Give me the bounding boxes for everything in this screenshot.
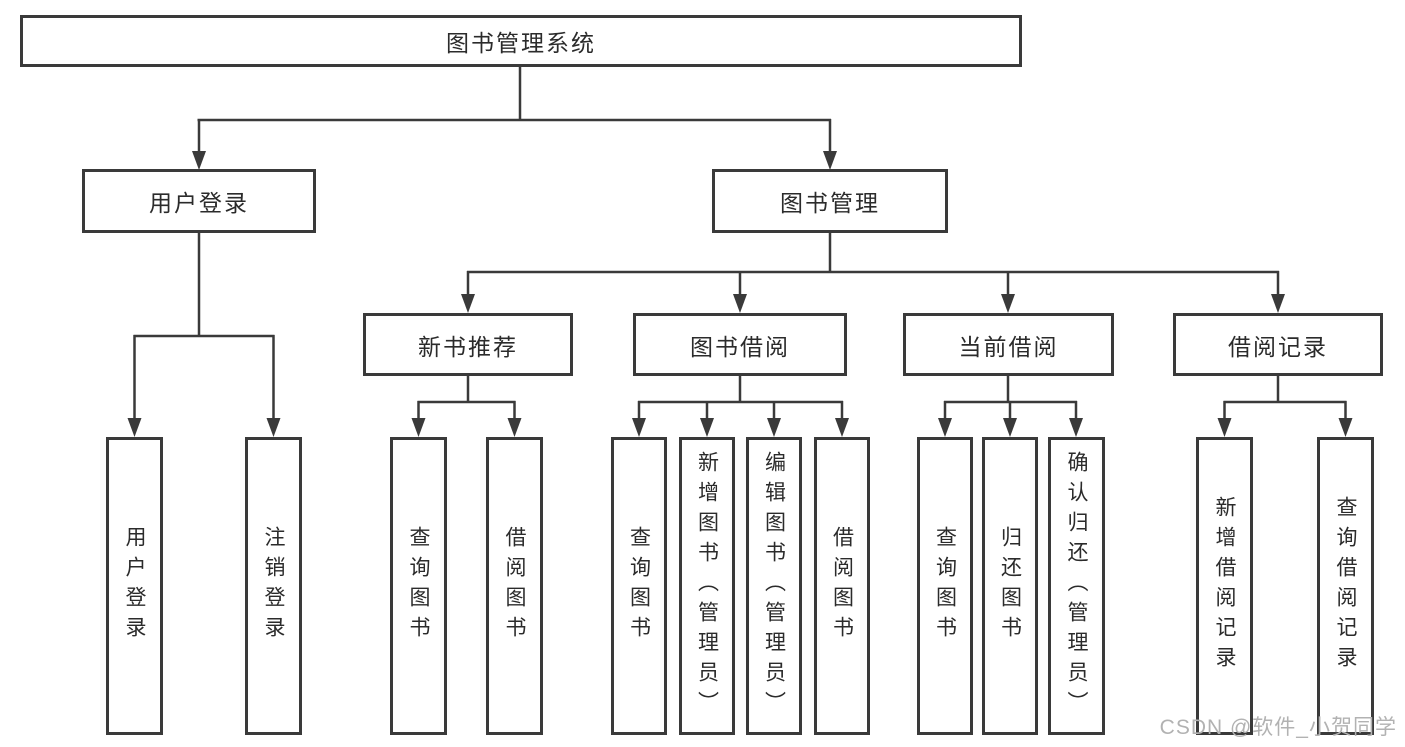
leaf-query-books-borrowing: 查询图书	[611, 437, 667, 735]
leaf-add-book-admin: 新增图书（管理员）	[679, 437, 735, 735]
leaf-borrow-books-recommend: 借阅图书	[486, 437, 543, 735]
leaf-logout: 注销登录	[245, 437, 302, 735]
leaf-add-borrow-record: 新增借阅记录	[1196, 437, 1253, 735]
node-new-book-recommendation: 新书推荐	[363, 313, 573, 376]
leaf-return-book: 归还图书	[982, 437, 1038, 735]
node-user-login: 用户登录	[82, 169, 316, 233]
leaf-confirm-return-admin: 确认归还（管理员）	[1048, 437, 1105, 735]
node-book-management: 图书管理	[712, 169, 948, 233]
node-current-borrowing: 当前借阅	[903, 313, 1114, 376]
csdn-watermark: CSDN @软件_小贺同学	[1159, 716, 1397, 739]
leaf-user-login: 用户登录	[106, 437, 163, 735]
leaf-query-books-recommend: 查询图书	[390, 437, 447, 735]
leaf-query-borrow-record: 查询借阅记录	[1317, 437, 1374, 735]
node-borrowing-records: 借阅记录	[1173, 313, 1383, 376]
leaf-query-books-current: 查询图书	[917, 437, 973, 735]
node-library-system: 图书管理系统	[20, 15, 1022, 67]
node-book-borrowing: 图书借阅	[633, 313, 847, 376]
leaf-edit-book-admin: 编辑图书（管理员）	[746, 437, 802, 735]
leaf-borrow-books-borrowing: 借阅图书	[814, 437, 870, 735]
